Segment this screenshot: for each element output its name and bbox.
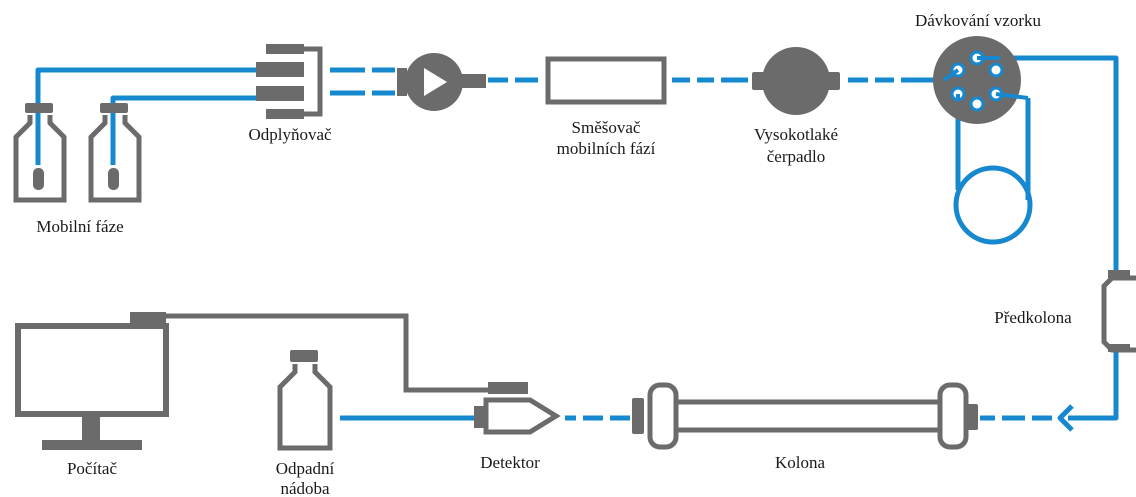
tube-injector-precolumn (1000, 55, 1119, 270)
label-detector: Detektor (480, 453, 540, 472)
column (632, 382, 978, 450)
tube-precolumn-column (1068, 352, 1119, 421)
data-cable (166, 313, 488, 393)
degasser (256, 44, 323, 119)
label-pump-line2: čerpadlo (767, 147, 826, 166)
precolumn (1101, 270, 1136, 353)
label-waste-line2: nádoba (280, 479, 330, 497)
label-mobile-phase: Mobilní fáze (36, 217, 123, 236)
mixing-valve (397, 53, 486, 111)
label-mixer-line1: Směšovač (572, 118, 641, 137)
computer (15, 312, 169, 450)
detector (474, 382, 561, 435)
tube-bottle1-degasser (35, 67, 258, 140)
waste-bottle (277, 350, 333, 451)
label-column: Kolona (775, 453, 826, 472)
bottle-2 (88, 103, 142, 203)
bottle-1 (13, 103, 67, 203)
label-mixer-line2: mobilních fází (557, 139, 656, 158)
label-degasser: Odplyňovač (248, 125, 332, 144)
tube-bottle2-degasser (110, 95, 258, 140)
sample-loop-coil (953, 165, 1033, 245)
label-injector: Dávkování vzorku (915, 11, 1042, 30)
label-computer: Počítač (67, 459, 117, 478)
flow-arrowhead (1057, 404, 1074, 432)
mixer (545, 56, 667, 105)
injector (933, 36, 1029, 124)
label-precolumn: Předkolona (994, 308, 1072, 327)
tubing (35, 55, 1119, 432)
label-pump-line1: Vysokotlaké (754, 125, 838, 144)
pump (752, 47, 840, 115)
label-waste-line1: Odpadní (276, 459, 335, 478)
